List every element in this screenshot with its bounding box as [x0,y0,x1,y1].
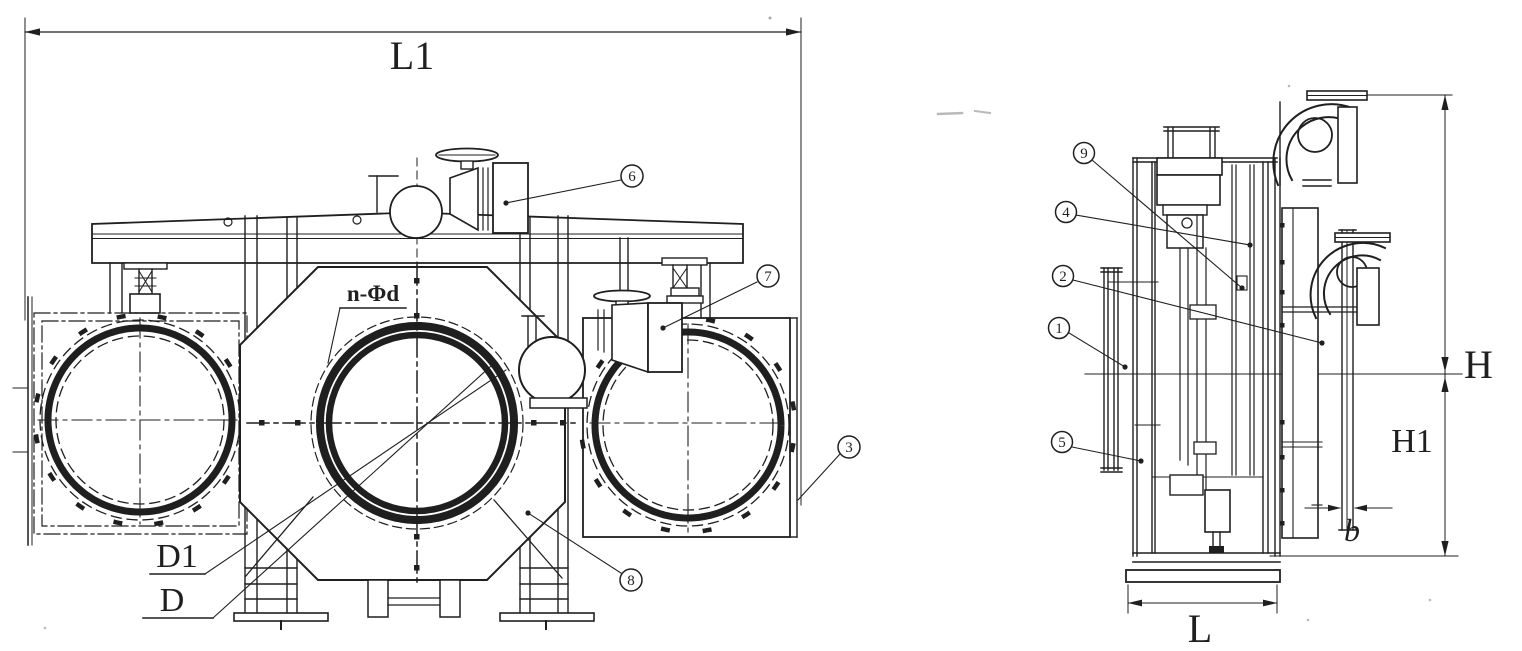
handwheel-icon [593,289,651,303]
callout-2-number: 2 [1059,269,1067,285]
top-valve-actuator [368,147,529,239]
dimension-b: b [1304,504,1393,548]
base-plate [1125,569,1281,583]
arrow-up-icon [1441,95,1449,110]
dimension-l: L [1127,584,1278,651]
callout-9: 9 [1072,141,1245,291]
phantom-flange-left [12,296,248,546]
jack-screw-left [123,262,168,314]
callout-1: 1 [1047,316,1128,370]
bonnet-assembly [1156,126,1223,249]
callout-6: 6 [503,164,644,206]
scan-noise [43,16,1432,630]
bolt-spec-text: n-Φd [347,281,400,306]
gear-actuator-top [1272,90,1368,187]
callout-7: 7 [660,264,780,331]
callout-1-number: 1 [1055,321,1063,337]
foot-left [233,612,329,622]
callout-4-number: 4 [1062,205,1070,221]
callout-5-number: 5 [1058,435,1066,451]
callout-8-number: 8 [627,573,635,589]
dimension-label-l: L [1188,606,1212,651]
callout-3: 3 [797,435,861,501]
stem-screw-internals [1169,164,1255,553]
beam-hole [223,217,233,227]
side-view: H H1 b L 9 [1047,90,1493,651]
arrow-left-icon [1354,504,1367,512]
arrow-left-icon [1128,599,1142,607]
centerlines-front [246,157,576,585]
callout-5: 5 [1050,430,1144,464]
arrow-up-icon [1441,377,1449,392]
dimension-label-d: D [160,582,185,619]
pipe-flange-left [1100,267,1159,473]
label-d: D [142,365,492,619]
arrow-right-icon [1263,599,1277,607]
front-view: L1 [12,17,861,630]
arrow-right-icon [786,28,801,36]
mid-valve-actuator [518,237,683,409]
sheave-circle [389,185,443,239]
callout-9-number: 9 [1080,146,1088,162]
arrow-right-icon [1328,504,1341,512]
plate-thickness-b [1338,229,1357,531]
callout-2: 2 [1051,264,1325,346]
dimension-l1: L1 [24,17,802,506]
dimension-label-b: b [1344,512,1360,548]
label-d1: D1 [149,369,507,575]
beam-hole [352,215,362,225]
jack-screw-right [661,257,708,304]
arrow-down-icon [1441,357,1449,372]
valve-casing [1132,157,1281,563]
dimension-label-l1: L1 [390,33,434,78]
callout-8: 8 [525,510,643,592]
blind-plate-body [1280,207,1323,539]
callout-6-number: 6 [628,169,636,185]
dimension-label-h: H [1464,342,1493,387]
foot-right [499,612,595,622]
callout-3-number: 3 [845,440,853,456]
arrow-left-icon [25,28,40,36]
arrow-down-icon [1441,541,1449,556]
dimension-label-d1: D1 [156,538,198,575]
dimension-label-h1: H1 [1391,423,1433,460]
dimension-h-h1: H H1 [1269,94,1493,557]
callout-4: 4 [1054,200,1253,248]
label-bolt-spec: n-Φd [327,281,407,364]
callout-7-number: 7 [764,269,772,285]
right-frame-flange [578,315,798,538]
gear-actuator-mid [1282,232,1391,326]
sheave-circle [518,336,586,404]
